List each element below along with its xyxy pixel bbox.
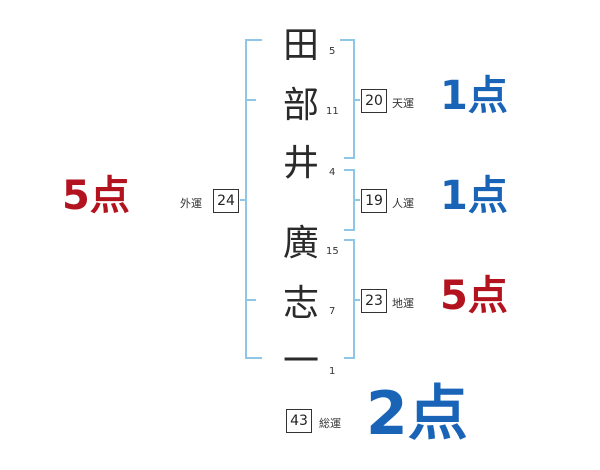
stroke-count-1: 5: [329, 46, 336, 57]
tenun-value-box: 20: [361, 89, 387, 113]
chiun-label: 地運: [392, 297, 414, 310]
stroke-count-2: 11: [326, 106, 339, 117]
jinun-label: 人運: [392, 197, 414, 210]
stroke-count-3: 4: [329, 167, 336, 178]
souun-label: 総運: [319, 417, 341, 430]
stroke-count-4: 15: [326, 246, 339, 257]
name-char-4: 廣: [282, 223, 319, 264]
souun-score: 2点: [366, 379, 468, 449]
stroke-count-6: 1: [329, 366, 336, 377]
chiun-score: 5点: [440, 273, 508, 319]
name-char-3: 井: [282, 143, 319, 184]
jinun-score: 1点: [440, 173, 508, 219]
name-char-1: 田: [282, 25, 319, 66]
name-char-6: 一: [282, 341, 319, 382]
gaiun-label: 外運: [180, 197, 202, 210]
gaiun-value-box: 24: [213, 189, 239, 213]
stroke-count-5: 7: [329, 306, 336, 317]
jinun-value-box: 19: [361, 189, 387, 213]
tenun-score: 1点: [440, 73, 508, 119]
name-char-5: 志: [282, 283, 319, 324]
tenun-label: 天運: [392, 97, 414, 110]
gaiun-score: 5点: [62, 173, 130, 219]
souun-value-box: 43: [286, 409, 312, 433]
name-char-2: 部: [282, 85, 319, 126]
chiun-value-box: 23: [361, 289, 387, 313]
